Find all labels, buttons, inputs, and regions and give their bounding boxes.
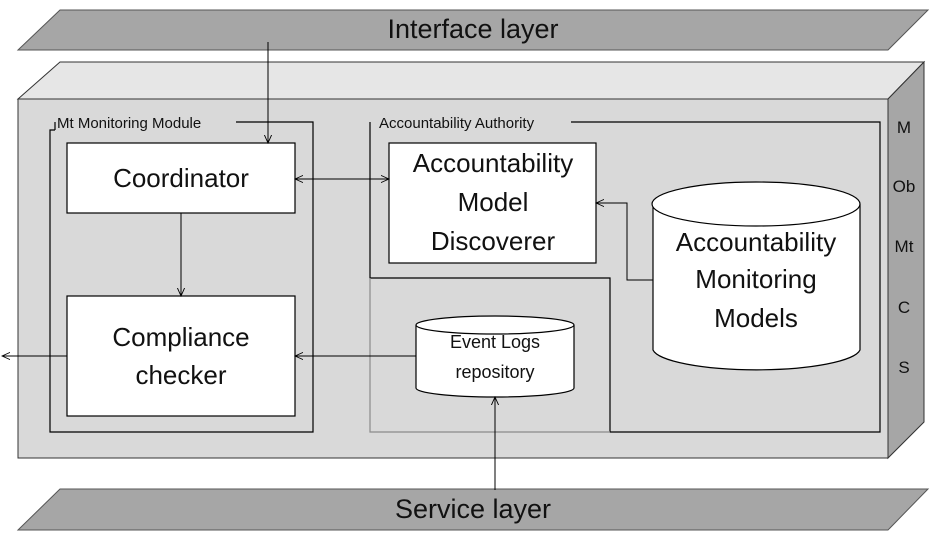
monitoring-module-label: Mt Monitoring Module: [57, 115, 201, 132]
event-logs-store: Event Logs repository: [415, 315, 575, 398]
interface-layer-label: Interface layer: [387, 14, 558, 44]
arrow-models-to-discoverer: [596, 203, 653, 281]
compliance-label-line1: Compliance: [112, 322, 249, 352]
discoverer-label-line3: Discoverer: [431, 226, 556, 256]
side-label-mt: Mt: [895, 237, 914, 256]
discoverer-label-line2: Model: [458, 187, 529, 217]
service-layer-label: Service layer: [395, 494, 551, 524]
authority-module-label: Accountability Authority: [379, 115, 535, 132]
models-label-line1: Accountability: [676, 227, 836, 257]
side-label-s: S: [898, 358, 909, 377]
compliance-label-line2: checker: [135, 360, 226, 390]
monitoring-module: Mt Monitoring Module: [49, 115, 314, 433]
side-label-m: M: [897, 118, 911, 137]
event-logs-label-line2: repository: [455, 362, 534, 382]
side-label-c: C: [898, 298, 910, 317]
discoverer-label-line1: Accountability: [413, 148, 573, 178]
model-discoverer-box: Accountability Model Discoverer: [388, 142, 597, 264]
coordinator-label: Coordinator: [113, 163, 249, 193]
authority-module: Accountability Authority: [369, 115, 881, 433]
event-logs-label-line1: Event Logs: [450, 332, 540, 352]
interface-layer: Interface layer: [16, 9, 930, 51]
connectors: [2, 42, 653, 490]
coordinator-box: Coordinator: [66, 142, 296, 214]
box-top-face: [16, 61, 926, 100]
monitoring-models-store: Accountability Monitoring Models: [651, 181, 861, 371]
side-label-ob: Ob: [893, 177, 916, 196]
models-label-line2: Monitoring: [695, 264, 816, 294]
side-labels: M Ob Mt C S: [893, 118, 916, 377]
compliance-checker-box: Compliance checker: [66, 295, 296, 417]
models-label-line3: Models: [714, 303, 798, 333]
service-layer: Service layer: [16, 488, 930, 531]
